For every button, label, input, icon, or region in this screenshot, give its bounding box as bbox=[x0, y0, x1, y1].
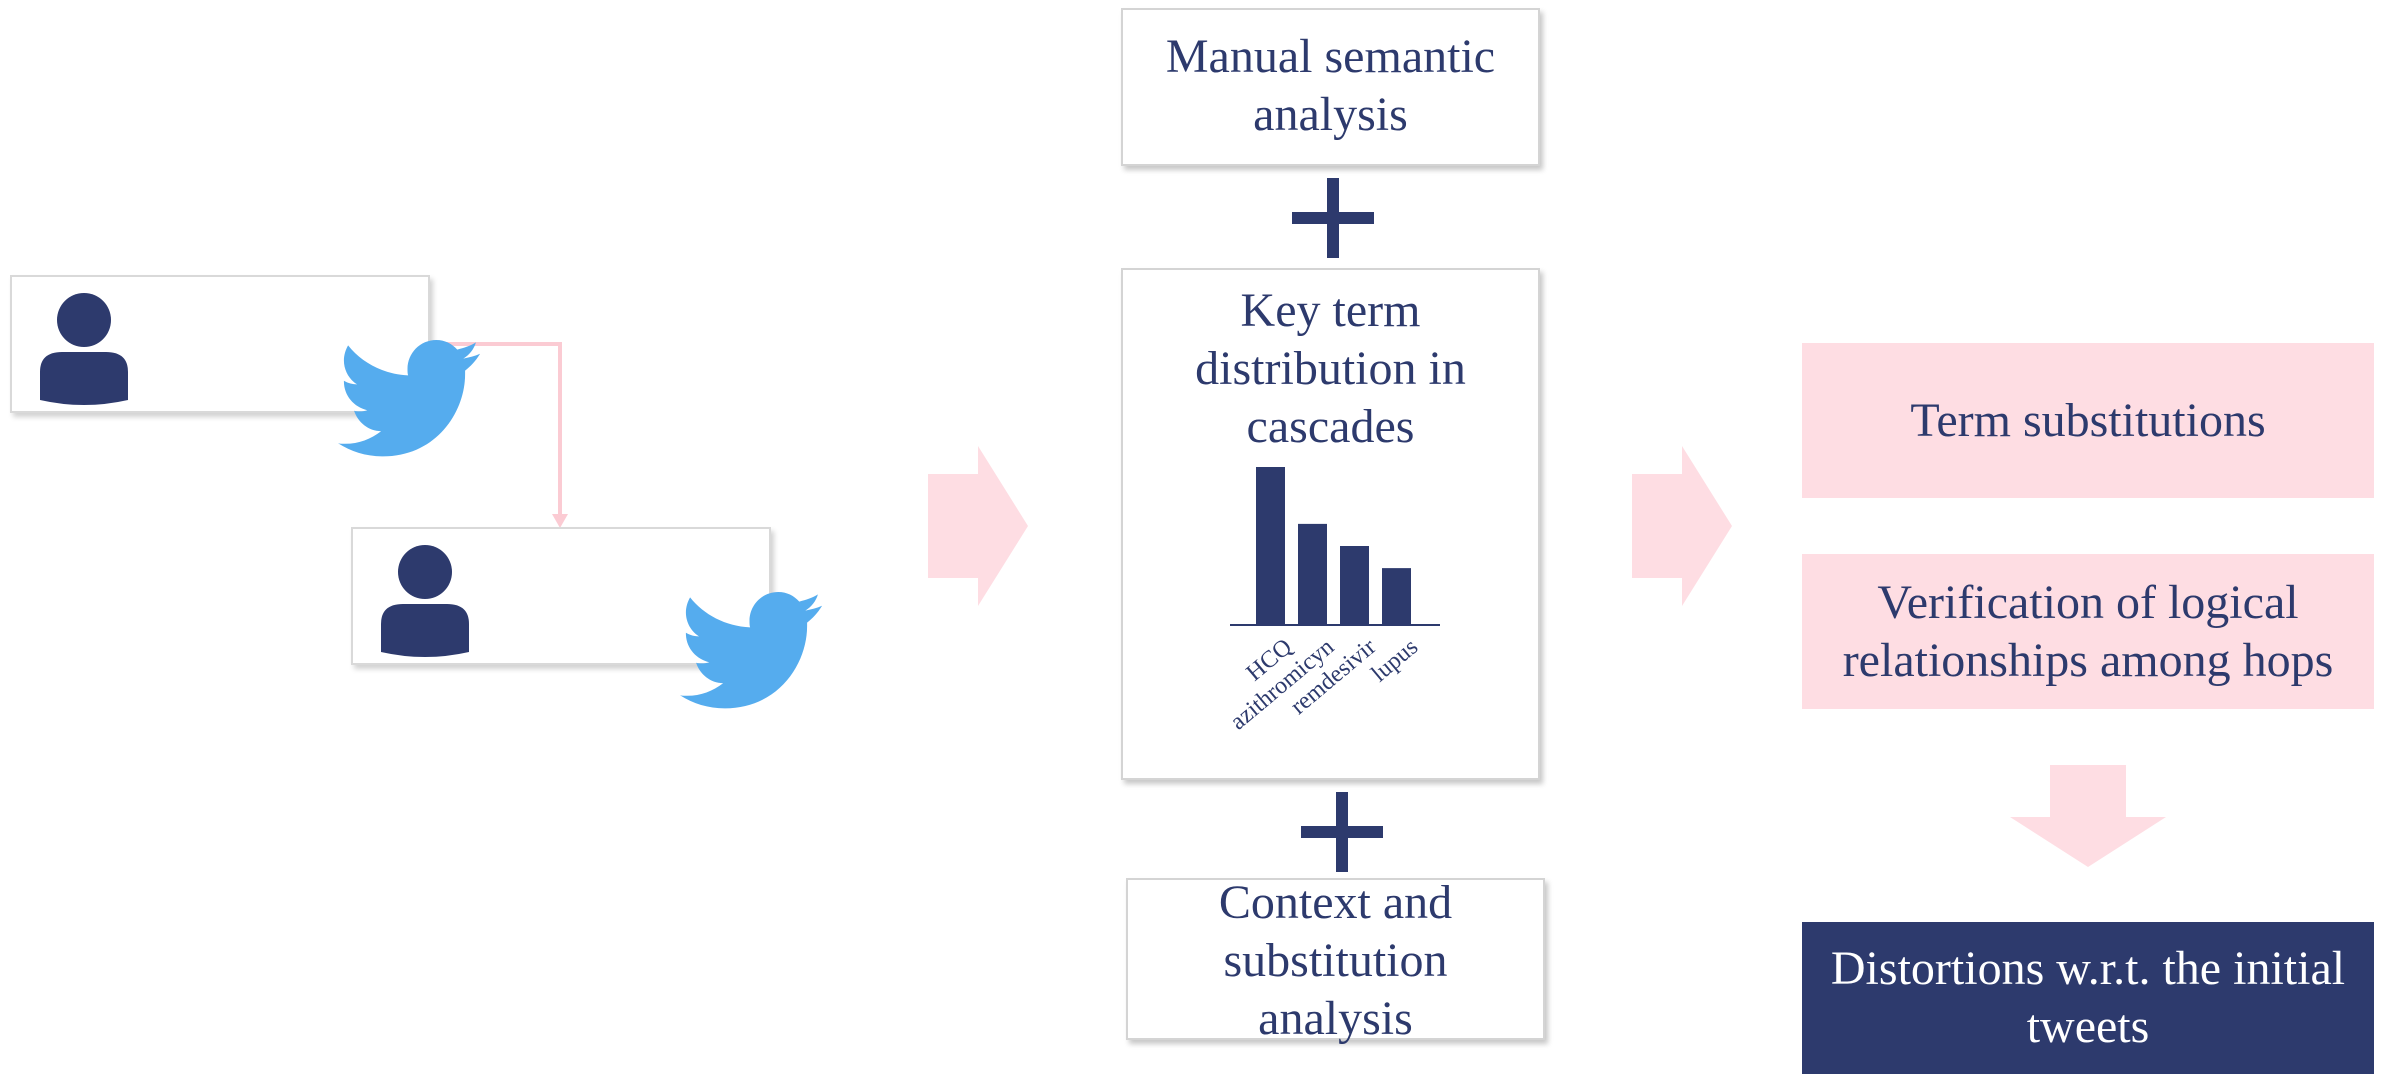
distortions-label: Distortions w.r.t. the initial tweets bbox=[1830, 942, 2346, 1053]
key-term-label: Key term distribution in cascades bbox=[1195, 284, 1466, 453]
twitter-bird-icon bbox=[680, 592, 823, 709]
manual-analysis-box bbox=[1121, 8, 1540, 166]
plus-icon bbox=[1301, 792, 1383, 872]
flow-arrow-2 bbox=[1632, 446, 1732, 606]
manual-analysis-label: Manual semantic analysis bbox=[1165, 30, 1496, 141]
term-substitutions-label: Term substitutions bbox=[1910, 393, 2266, 447]
bar-hcq bbox=[1256, 467, 1285, 625]
user-icon bbox=[40, 293, 128, 405]
context-label: Context and substitution analysis bbox=[1218, 876, 1453, 1045]
bar-lupus bbox=[1382, 568, 1411, 625]
bar-azithromicyn bbox=[1298, 523, 1327, 625]
bar-remdesivir bbox=[1340, 546, 1369, 625]
verification-label: Verification of logical relationships am… bbox=[1842, 575, 2334, 687]
key-term-box bbox=[1121, 268, 1540, 780]
user-icon bbox=[381, 545, 469, 657]
term-substitutions-box bbox=[1802, 343, 2374, 498]
tick-label-lupus: lupus bbox=[1367, 634, 1424, 687]
flow-arrow-1 bbox=[928, 446, 1028, 606]
twitter-bird-icon bbox=[338, 340, 481, 457]
context-box bbox=[1126, 878, 1545, 1040]
down-arrow bbox=[2010, 765, 2166, 867]
verification-box bbox=[1802, 554, 2374, 709]
plus-icon bbox=[1292, 178, 1374, 258]
distortions-box bbox=[1802, 922, 2374, 1074]
